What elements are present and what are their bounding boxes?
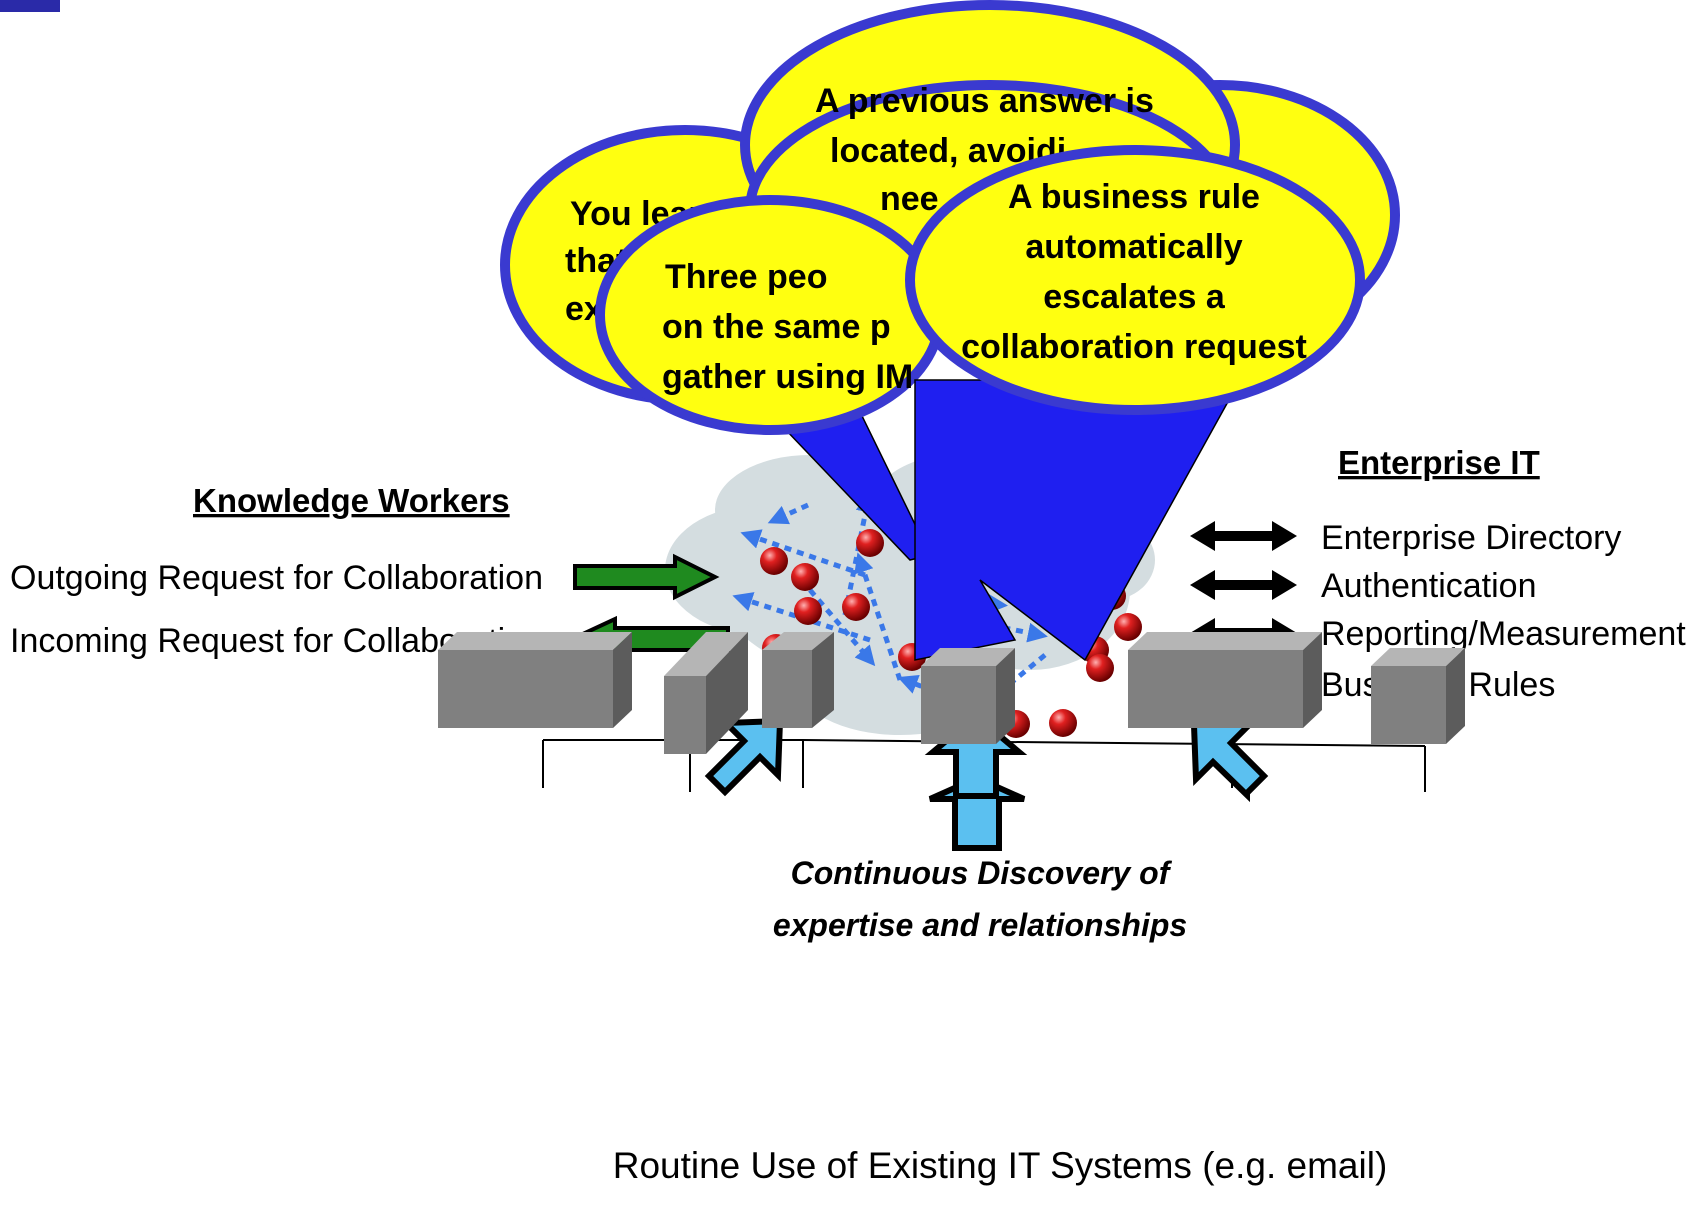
bubble-rule-line-2: automatically	[1025, 228, 1242, 266]
server-box-2	[664, 632, 748, 754]
bubble-three-line-3: gather using IM	[662, 358, 913, 396]
bubble-previous-line-3: nee	[880, 180, 939, 218]
authentication-label: Authentication	[1321, 567, 1537, 605]
knowledge-workers-heading: Knowledge Workers	[193, 482, 510, 519]
bubble-rule-line-1: A business rule	[1008, 178, 1260, 216]
reporting-measurement-label: Reporting/Measurement	[1321, 615, 1686, 653]
server-box-6	[1371, 648, 1465, 744]
discovery-caption-line-2: expertise and relationships	[773, 907, 1187, 943]
authentication-arrow-icon	[1190, 570, 1297, 600]
bubble-three: Three peo on the same p gather using IM	[595, 195, 945, 435]
discovery-caption-line-1: Continuous Discovery of	[791, 855, 1173, 891]
system-up-arrow-left-icon	[704, 717, 784, 797]
bubble-three-line-2: on the same p	[662, 308, 891, 346]
bubble-rule-line-3: escalates a	[1043, 278, 1226, 316]
bubble-rule: A business rule automatically escalates …	[905, 145, 1365, 662]
server-box-1	[438, 632, 632, 728]
enterprise-it-heading: Enterprise IT	[1338, 444, 1540, 481]
enterprise-directory-label: Enterprise Directory	[1321, 519, 1621, 557]
bubble-rule-line-4: collaboration request	[961, 328, 1307, 366]
outgoing-request-label: Outgoing Request for Collaboration	[10, 559, 543, 597]
corner-tab	[0, 0, 60, 12]
enterprise-directory-arrow-icon	[1190, 521, 1297, 551]
system-up-arrow-right-icon	[1190, 722, 1269, 803]
bottom-caption: Routine Use of Existing IT Systems (e.g.…	[613, 1145, 1388, 1186]
server-box-4	[921, 648, 1015, 744]
bubble-three-line-1: Three peo	[665, 258, 827, 296]
bubble-previous-line-1: A previous answer is	[815, 82, 1154, 120]
server-box-5	[1128, 632, 1322, 728]
server-box-3	[762, 632, 834, 728]
outgoing-arrow-icon	[573, 553, 720, 601]
